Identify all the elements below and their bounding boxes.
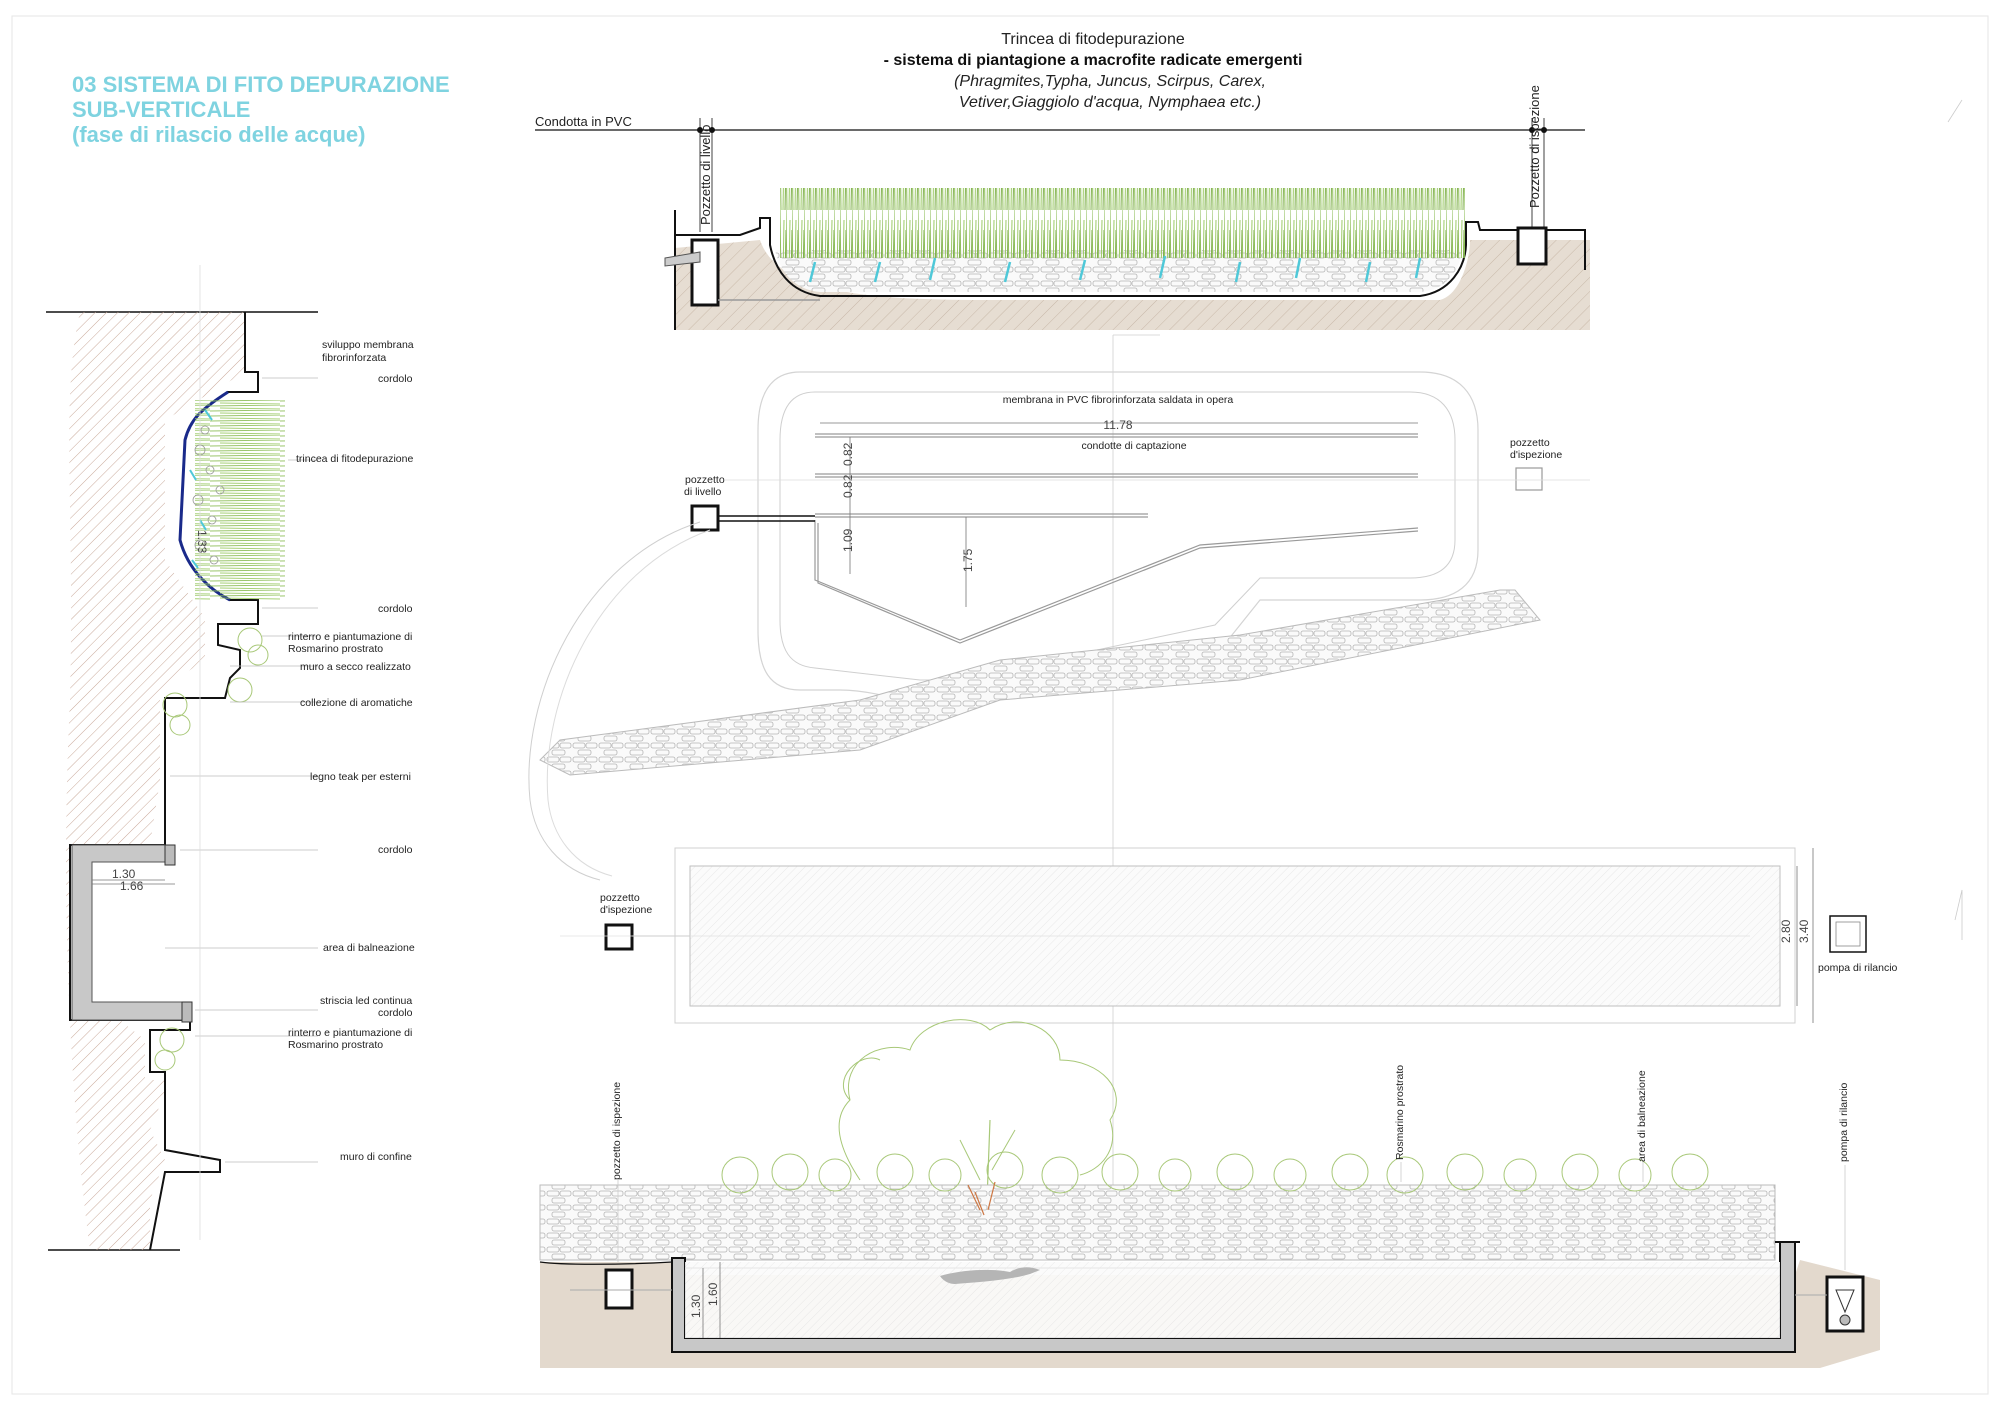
svg-text:sviluppo membrana: sviluppo membrana — [322, 339, 414, 351]
svg-text:03 SISTEMA DI FITO DEPURAZIONE: 03 SISTEMA DI FITO DEPURAZIONE — [72, 72, 450, 97]
svg-text:Condotta in PVC: Condotta in PVC — [535, 114, 632, 129]
left-plan-section: 1.33 1.30 1.66 sviluppo me — [46, 265, 415, 1251]
pool-section: 1.30 1.60 pozzetto di ispezione Rosmarin… — [539, 1019, 1880, 1368]
svg-text:Rosmarino prostrato: Rosmarino prostrato — [288, 643, 383, 655]
svg-text:pozzetto: pozzetto — [685, 474, 725, 486]
svg-text:1.30: 1.30 — [689, 1294, 703, 1318]
svg-text:1.33: 1.33 — [195, 530, 209, 554]
svg-text:Rosmarino prostrato: Rosmarino prostrato — [288, 1039, 383, 1051]
margin-marks — [1947, 99, 1963, 940]
svg-text:condotte di captazione: condotte di captazione — [1081, 440, 1186, 452]
trench-plan: 11.78 membrana in PVC fibrorinforzata sa… — [528, 334, 1590, 1250]
svg-text:di livello: di livello — [684, 486, 722, 498]
svg-text:0.82: 0.82 — [841, 442, 855, 466]
svg-text:1.30: 1.30 — [112, 867, 136, 881]
svg-text:trincea di fitodepurazione: trincea di fitodepurazione — [296, 453, 413, 465]
svg-text:Pozzetto di ispezione: Pozzetto di ispezione — [1527, 85, 1542, 208]
svg-text:collezione di aromatiche: collezione di aromatiche — [300, 697, 413, 709]
svg-text:3.40: 3.40 — [1797, 919, 1811, 943]
svg-text:SUB-VERTICALE: SUB-VERTICALE — [72, 97, 250, 122]
svg-text:cordolo: cordolo — [378, 844, 413, 856]
svg-text:rinterro e piantumazione di: rinterro e piantumazione di — [288, 631, 412, 643]
svg-text:pozzetto di ispezione: pozzetto di ispezione — [611, 1082, 623, 1180]
trench-section: Condotta in PVC Pozzetto di livello Pozz… — [535, 85, 1590, 330]
svg-text:Trincea di fitodepurazione: Trincea di fitodepurazione — [1001, 31, 1185, 48]
svg-text:(Phragmites,Typha, Juncus, Sci: (Phragmites,Typha, Juncus, Scirpus, Care… — [954, 73, 1266, 90]
svg-text:1.66: 1.66 — [120, 879, 144, 893]
pool-plan: pozzetto d'ispezione 2.80 3.40 pompa di … — [560, 847, 1898, 1024]
svg-text:Pozzetto di livello: Pozzetto di livello — [698, 125, 713, 225]
svg-text:1.09: 1.09 — [841, 528, 855, 552]
svg-text:cordolo: cordolo — [378, 603, 413, 615]
svg-text:cordolo: cordolo — [378, 1007, 413, 1019]
svg-text:0.82: 0.82 — [841, 474, 855, 498]
svg-text:pozzetto: pozzetto — [600, 892, 640, 904]
svg-text:11.78: 11.78 — [1103, 418, 1132, 432]
svg-text:muro di confine: muro di confine — [340, 1151, 412, 1163]
svg-text:legno teak per esterni: legno teak per esterni — [310, 771, 411, 783]
sheet-title: 03 SISTEMA DI FITO DEPURAZIONE SUB-VERTI… — [72, 72, 450, 147]
svg-text:1.60: 1.60 — [706, 1282, 720, 1306]
section-header: Trincea di fitodepurazione - sistema di … — [884, 31, 1303, 111]
svg-text:d'ispezione: d'ispezione — [600, 904, 652, 916]
svg-text:1.75: 1.75 — [961, 548, 975, 572]
left-plan-labels: sviluppo membrana fibrorinforzata cordol… — [288, 339, 415, 1163]
svg-text:striscia led continua: striscia led continua — [320, 995, 412, 1007]
svg-text:d'ispezione: d'ispezione — [1510, 449, 1562, 461]
svg-text:pozzetto: pozzetto — [1510, 437, 1550, 449]
svg-text:membrana in PVC fibrorinforzat: membrana in PVC fibrorinforzata saldata … — [1003, 394, 1234, 406]
svg-text:rinterro e piantumazione di: rinterro e piantumazione di — [288, 1027, 412, 1039]
sheet-frame — [11, 15, 1989, 1395]
svg-text:- sistema di piantagione a mac: - sistema di piantagione a macrofite rad… — [884, 52, 1303, 69]
svg-text:area di balneazione: area di balneazione — [323, 942, 415, 954]
svg-text:area di balneazione: area di balneazione — [1636, 1070, 1648, 1162]
svg-text:(fase di rilascio delle acque): (fase di rilascio delle acque) — [72, 122, 365, 147]
svg-text:pompa di rilancio: pompa di rilancio — [1818, 962, 1898, 974]
svg-text:muro a secco realizzato: muro a secco realizzato — [300, 661, 411, 673]
svg-text:cordolo: cordolo — [378, 373, 413, 385]
svg-text:fibrorinforzata: fibrorinforzata — [322, 352, 386, 364]
svg-text:Rosmarino prostrato: Rosmarino prostrato — [1394, 1065, 1406, 1160]
svg-text:Vetiver,Giaggiolo d'acqua, Nym: Vetiver,Giaggiolo d'acqua, Nymphaea etc.… — [959, 94, 1261, 111]
svg-text:pompa di rilancio: pompa di rilancio — [1838, 1082, 1850, 1162]
svg-text:2.80: 2.80 — [1779, 919, 1793, 943]
